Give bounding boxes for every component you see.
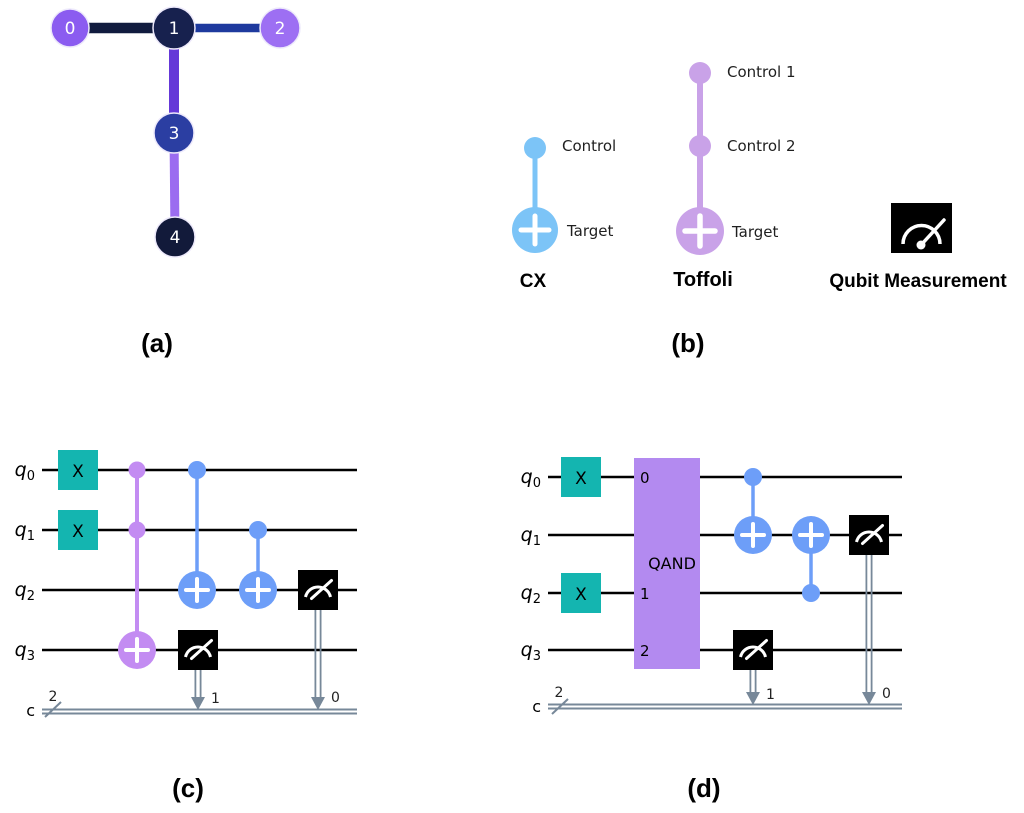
cx2-control-q1 <box>249 521 267 539</box>
cx1-control-q0 <box>744 468 762 486</box>
qand-port-2: 2 <box>640 642 650 660</box>
svg-text:X: X <box>575 585 587 605</box>
cx-gate-2 <box>792 516 830 602</box>
svg-text:X: X <box>72 462 84 482</box>
qubit-label-q2: q2 <box>521 582 541 607</box>
svg-text:X: X <box>575 469 587 489</box>
cx-gate-1 <box>734 468 772 554</box>
toffoli-gate <box>118 461 156 669</box>
cbit-label-1: 1 <box>766 687 775 703</box>
toffoli-control2-dot <box>689 135 711 157</box>
register-width-slash <box>44 701 62 718</box>
graph-node-0 <box>50 8 90 48</box>
graph-node-3 <box>153 112 195 154</box>
measure-arrow-q3 <box>191 670 205 710</box>
cx-control-dot <box>524 137 546 159</box>
plus-icon <box>682 213 718 249</box>
panel-a-label: (a) <box>141 328 173 358</box>
x-gate-q0: X <box>561 457 601 497</box>
x-gate-q2: X <box>561 573 601 613</box>
measurement-gate-q3 <box>731 628 775 672</box>
circuit-d: q0 q1 q2 q3 X X QAND 0 1 2 <box>521 457 902 716</box>
plus-icon <box>740 522 766 548</box>
measure-arrow-q3 <box>746 670 760 705</box>
graph-node-4 <box>154 216 196 258</box>
graph-node-0-label: 0 <box>65 19 76 39</box>
qand-label: QAND <box>648 554 696 573</box>
qubit-label-q2: q2 <box>15 579 35 604</box>
graph-node-2-label: 2 <box>275 19 286 39</box>
classical-wire <box>42 701 357 718</box>
measurement-gate-q2 <box>296 568 340 612</box>
qubit-connectivity-graph: 0 1 2 3 4 <box>50 6 301 258</box>
cx1-control-q0 <box>188 461 206 479</box>
graph-node-1-label: 1 <box>169 19 180 39</box>
panel-d-label: (d) <box>687 773 720 803</box>
measure-arrow-q1 <box>862 555 876 705</box>
toffoli-control1-label: Control 1 <box>727 63 796 81</box>
cx-name: CX <box>520 271 547 292</box>
classical-label: c <box>26 701 35 720</box>
graph-node-3-label: 3 <box>169 124 180 144</box>
cx-target-label: Target <box>566 222 614 240</box>
plus-icon <box>124 637 150 663</box>
register-width-label: 2 <box>555 685 564 701</box>
qand-gate: QAND 0 1 2 <box>634 458 700 669</box>
cbit-label-0: 0 <box>882 686 891 702</box>
register-width-slash <box>551 698 569 715</box>
toffoli-control2-label: Control 2 <box>727 137 796 155</box>
measurement-name: Qubit Measurement <box>829 271 1007 292</box>
svg-text:X: X <box>72 522 84 542</box>
qubit-label-q3: q3 <box>15 639 35 664</box>
qand-port-1: 1 <box>640 585 650 603</box>
register-width-label: 2 <box>49 689 58 705</box>
qubit-label-q0: q0 <box>15 459 35 484</box>
panel-c-label: (c) <box>172 773 204 803</box>
cx2-control-q2 <box>802 584 820 602</box>
measurement-gate-q1 <box>847 513 891 557</box>
toffoli-legend: Control 1 Control 2 Target Toffoli <box>673 62 796 291</box>
qubit-label-q1: q1 <box>15 519 35 544</box>
cx-gate-1 <box>178 461 216 609</box>
panel-b-label: (b) <box>671 328 704 358</box>
qand-port-0: 0 <box>640 469 650 487</box>
cbit-label-0: 0 <box>331 690 340 706</box>
circuit-c: q0 q1 q2 q3 X X <box>15 450 357 720</box>
x-gate-q0: X <box>58 450 98 490</box>
toffoli-control-q0 <box>128 461 146 479</box>
plus-icon <box>798 522 824 548</box>
legend: Control Target CX Control 1 Control 2 Ta… <box>512 62 1007 292</box>
measurement-gate-q3 <box>176 628 220 672</box>
measure-arrow-q2 <box>311 610 325 710</box>
plus-icon <box>518 213 552 247</box>
toffoli-control-q1 <box>128 521 146 539</box>
cx-legend: Control Target CX <box>512 137 616 292</box>
classical-label: c <box>532 697 541 716</box>
plus-icon <box>184 577 210 603</box>
classical-wire <box>548 698 902 715</box>
measurement-icon <box>891 203 952 253</box>
qubit-label-q3: q3 <box>521 639 541 664</box>
cx-control-label: Control <box>562 137 616 155</box>
plus-icon <box>245 577 271 603</box>
measurement-legend: Qubit Measurement <box>829 203 1007 292</box>
toffoli-target-label: Target <box>731 223 779 241</box>
toffoli-control1-dot <box>689 62 711 84</box>
graph-node-4-label: 4 <box>170 228 181 248</box>
qubit-label-q1: q1 <box>521 524 541 549</box>
graph-node-1 <box>152 6 196 50</box>
cx-gate-2 <box>239 521 277 609</box>
x-gate-q1: X <box>58 510 98 550</box>
cbit-label-1: 1 <box>211 691 220 707</box>
qubit-label-q0: q0 <box>521 466 541 491</box>
graph-node-2 <box>259 7 301 49</box>
toffoli-name: Toffoli <box>673 269 733 291</box>
